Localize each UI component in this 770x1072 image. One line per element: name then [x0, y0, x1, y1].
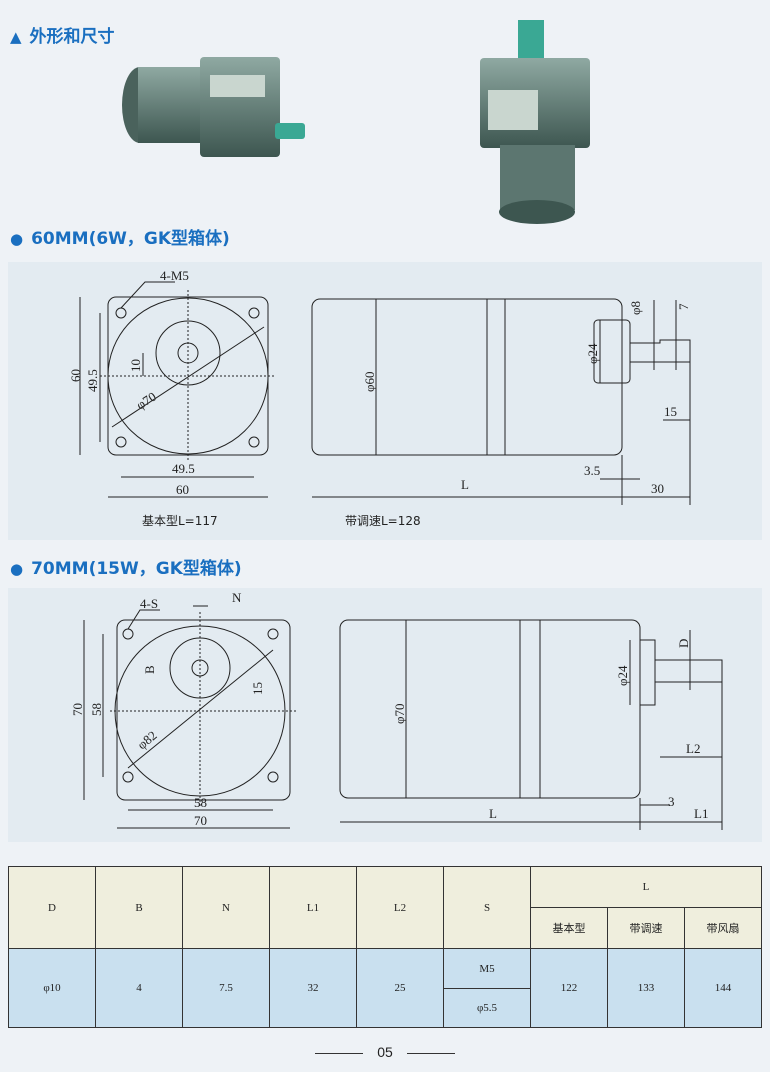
dim-hole-spacing-h: 58	[194, 795, 207, 810]
dim-phi24: φ24	[615, 665, 630, 686]
triangle-icon: ▲	[10, 28, 22, 46]
header-L2: L2	[356, 866, 444, 949]
header-L1: L1	[269, 866, 357, 949]
dim-width: 70	[194, 813, 207, 828]
cell-L2: 25	[356, 948, 444, 1028]
dim-D: D	[676, 639, 691, 648]
cell-L-basic: 122	[530, 948, 608, 1028]
dim-phi24: φ24	[585, 343, 600, 364]
dim-phi70: φ70	[133, 389, 158, 413]
drawing-70mm: 4-S N B 15 φ82 70 58 58 70 φ70 φ24 D L2 …	[8, 588, 762, 842]
dim-phi82: φ82	[134, 728, 159, 753]
bullet-icon: ●	[10, 230, 24, 248]
caption-basic: 基本型L=117	[142, 514, 218, 528]
dim-15: 15	[250, 682, 265, 695]
cell-D: φ10	[8, 948, 96, 1028]
cell-L-speed: 133	[607, 948, 685, 1028]
header-S: S	[443, 866, 531, 949]
header-L-fan: 带风扇	[684, 907, 762, 949]
dim-height: 70	[70, 703, 85, 716]
cell-N: 7.5	[182, 948, 270, 1028]
cell-L-fan: 144	[684, 948, 762, 1028]
header-L-speed: 带调速	[607, 907, 685, 949]
dim-hole-spacing-v: 49.5	[85, 369, 100, 392]
dim-B: B	[142, 665, 157, 674]
header-D: D	[8, 866, 96, 949]
motor-photo-vertical	[480, 20, 590, 224]
dim-hole-spacing-v: 58	[89, 703, 104, 716]
cell-S-thread: M5	[443, 948, 531, 989]
dim-7: 7	[676, 303, 691, 310]
dim-height: 60	[68, 369, 83, 382]
section-heading: ▲外形和尺寸	[10, 27, 115, 47]
dim-L2: L2	[686, 741, 700, 756]
header-L: L	[530, 866, 762, 908]
drawing-60mm: 4-M5 60 49.5 10 φ70 49.5 60 φ60 φ24 φ8 7…	[8, 262, 762, 540]
page-number: 05	[0, 1044, 770, 1060]
header-N: N	[182, 866, 270, 949]
cell-S-hole: φ5.5	[443, 988, 531, 1028]
dim-holes: 4-M5	[160, 268, 189, 283]
cell-L1: 32	[269, 948, 357, 1028]
caption-speed: 带调速L=128	[345, 514, 421, 528]
section-heading-60mm: ●60MM(6W，GK型箱体)	[10, 229, 230, 249]
dim-N: N	[232, 590, 242, 605]
dim-15: 15	[664, 404, 677, 419]
motor-photo-horizontal	[122, 57, 305, 157]
header-B: B	[95, 866, 183, 949]
header-L-basic: 基本型	[530, 907, 608, 949]
dimension-table: D B N L1 L2 S L 基本型 带调速 带风扇 φ10 4 7.5 32…	[8, 866, 762, 1028]
dim-3: 3	[668, 794, 675, 809]
cell-B: 4	[95, 948, 183, 1028]
dim-L1: L1	[694, 806, 708, 821]
dim-phi60: φ60	[362, 371, 377, 392]
dim-phi70: φ70	[392, 703, 407, 724]
dim-width: 60	[176, 482, 189, 497]
dim-offset: 10	[128, 359, 143, 372]
dim-3-5: 3.5	[584, 463, 600, 478]
dim-phi8: φ8	[628, 301, 643, 315]
dim-L: L	[461, 477, 469, 492]
dim-holes: 4-S	[140, 596, 158, 611]
bullet-icon: ●	[10, 560, 24, 578]
dim-30: 30	[651, 481, 664, 496]
dim-hole-spacing-h: 49.5	[172, 461, 195, 476]
section-heading-70mm: ●70MM(15W，GK型箱体)	[10, 559, 242, 579]
dim-L: L	[489, 806, 497, 821]
